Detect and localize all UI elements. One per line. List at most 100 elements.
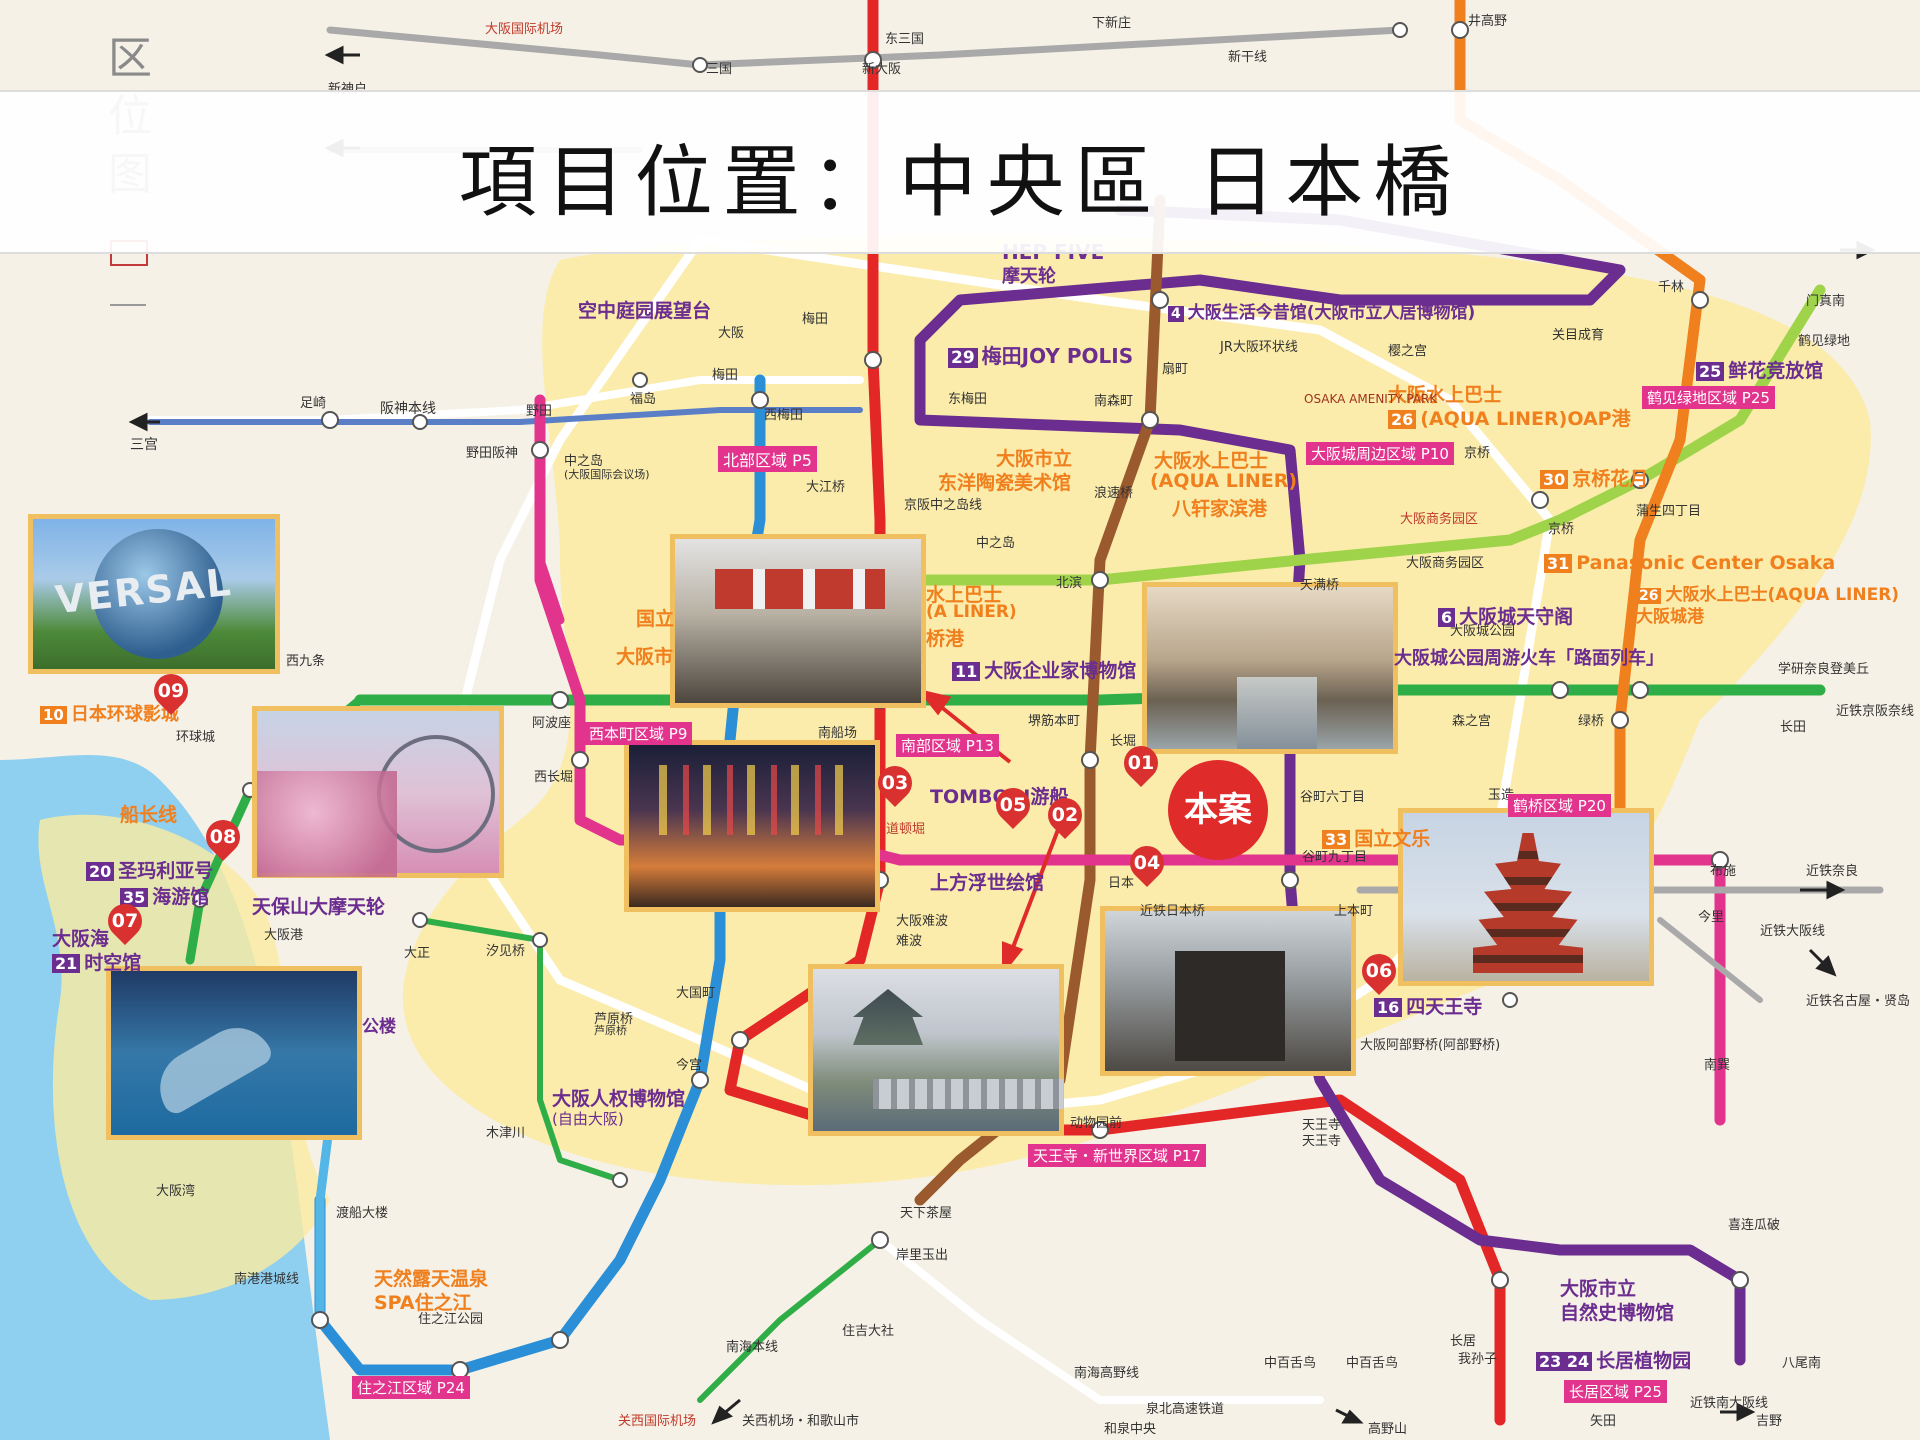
lantern-row bbox=[715, 569, 885, 609]
green-west-loop bbox=[417, 917, 623, 1183]
attraction-pin-number: 09 bbox=[157, 680, 185, 702]
map-label: 上本町 bbox=[1334, 904, 1374, 919]
attraction-pin-number: 08 bbox=[209, 826, 237, 848]
map-label: JR大阪环状线 bbox=[1220, 340, 1298, 355]
nagahori-tsurumi-line bbox=[874, 284, 1826, 606]
nanko-port-town-line bbox=[315, 1115, 335, 1325]
attraction-pin-number: 01 bbox=[1127, 752, 1155, 774]
map-label: 近铁奈良 bbox=[1806, 864, 1859, 879]
map-label-tag: 26 bbox=[1388, 410, 1417, 429]
tanimachi-line bbox=[914, 204, 1746, 1366]
map-label: 三宫 bbox=[130, 437, 158, 453]
project-location-marker[interactable]: 本案 bbox=[1168, 760, 1268, 860]
map-label: 京桥 bbox=[1548, 522, 1575, 537]
map-label: 泉北高速铁道 bbox=[1146, 1402, 1225, 1417]
map-label: 西长堀 bbox=[534, 770, 574, 785]
map-label: 北部区域 P5 bbox=[718, 446, 817, 472]
map-label: 公楼 bbox=[362, 1017, 396, 1037]
map-label: 大阪城周边区域 P10 bbox=[1306, 442, 1454, 465]
map-label: 中之岛 bbox=[976, 536, 1016, 551]
map-label: 空中庭园展望台 bbox=[578, 300, 712, 322]
map-label: 南部区域 P13 bbox=[896, 734, 999, 757]
map-label-text: 海游馆 bbox=[152, 886, 210, 908]
map-label-text: 时空馆 bbox=[84, 952, 142, 974]
map-label-text: 鲜花竞放馆 bbox=[1728, 360, 1824, 382]
map-label: 高野山 bbox=[1368, 1422, 1408, 1437]
map-label: 和泉中央 bbox=[1104, 1422, 1157, 1437]
map-label: 住吉大社 bbox=[842, 1324, 895, 1339]
map-label: 东梅田 bbox=[948, 392, 988, 407]
map-label: 樱之宫 bbox=[1388, 344, 1428, 359]
map-label: 大阪港 bbox=[264, 928, 304, 943]
photo-shrine-lanterns bbox=[670, 534, 926, 708]
map-label-tag: 25 bbox=[1696, 362, 1725, 381]
map-label: 近铁京阪奈线 bbox=[1836, 704, 1915, 719]
map-label: (大阪国际会议场) bbox=[564, 468, 650, 481]
map-label: 大阪湾 bbox=[156, 1184, 196, 1199]
map-label: 浪速桥 bbox=[1094, 486, 1134, 501]
side-title-divider bbox=[110, 304, 146, 306]
map-label: 桥港 bbox=[926, 628, 965, 650]
map-label: 野田阪神 bbox=[466, 446, 519, 461]
map-label: 南巽 bbox=[1704, 1058, 1731, 1073]
map-label: 近铁南大阪线 bbox=[1690, 1396, 1769, 1411]
title-banner bbox=[0, 90, 1920, 254]
map-label: 天然露天温泉 bbox=[374, 1268, 489, 1290]
map-label: 井高野 bbox=[1468, 14, 1508, 29]
map-label: 三国 bbox=[706, 62, 733, 77]
canal-water bbox=[1237, 677, 1317, 749]
bridge-railing bbox=[873, 1079, 1063, 1109]
map-label: 船长线 bbox=[120, 804, 178, 826]
map-label: 玉造 bbox=[1488, 788, 1515, 803]
photo-canal-sunset bbox=[1142, 582, 1398, 754]
map-label: 天保山大摩天轮 bbox=[252, 896, 386, 918]
photo-shitennoji-pagoda bbox=[1398, 808, 1654, 986]
map-label-tag: 23 24 bbox=[1536, 1352, 1593, 1371]
neon-signs bbox=[659, 765, 849, 835]
map-label: 今里 bbox=[1698, 910, 1725, 925]
map-label-tag: 35 bbox=[120, 888, 149, 907]
attraction-pin-number: 05 bbox=[999, 794, 1027, 816]
photo-shopping-arcade bbox=[1100, 906, 1356, 1076]
map-label: (A LINER) bbox=[926, 602, 1017, 622]
map-label: 今宫 bbox=[676, 1058, 703, 1073]
map-label: 住之江公园 bbox=[418, 1312, 484, 1327]
map-label-text: 圣玛利亚号 bbox=[118, 860, 214, 882]
map-label: 京阪中之岛线 bbox=[904, 498, 983, 513]
map-label: 森之宫 bbox=[1452, 714, 1492, 729]
map-label: 新大阪 bbox=[862, 62, 902, 77]
nankai-koya-line bbox=[876, 1236, 1324, 1404]
photo-tempozan-ferris-wheel bbox=[252, 706, 504, 878]
map-label: 布施 bbox=[1710, 864, 1737, 879]
map-label: 渡船大楼 bbox=[336, 1206, 389, 1221]
map-label: 梅田 bbox=[802, 312, 829, 327]
map-label: 阪神本线 bbox=[380, 401, 436, 417]
map-label-tag: 20 bbox=[86, 862, 115, 881]
map-label: 堺筋本町 bbox=[1028, 714, 1081, 729]
map-label: 绿桥 bbox=[1578, 714, 1605, 729]
map-label: 足崎 bbox=[300, 396, 327, 411]
map-label-tag: 33 bbox=[1322, 830, 1351, 849]
map-label: 北滨 bbox=[1056, 576, 1083, 591]
map-label-tag: 26 bbox=[1636, 588, 1662, 604]
map-label: 门真南 bbox=[1806, 294, 1846, 309]
cherry-blossom-trees bbox=[257, 771, 397, 877]
map-label: 大阪城公园周游火车「路面列车」 bbox=[1394, 648, 1664, 669]
map-label: 难波 bbox=[896, 934, 923, 949]
map-label-text: 国立文乐 bbox=[1354, 828, 1431, 850]
map-label: 汐见桥 bbox=[486, 944, 526, 959]
kintetsu-osaka-line bbox=[1657, 917, 1763, 1003]
photo-usj-globe: VERSAL bbox=[28, 514, 280, 674]
map-label: 阿波座 bbox=[532, 716, 572, 731]
map-label: 长居 bbox=[1450, 1334, 1477, 1349]
map-label: 近铁日本桥 bbox=[1140, 904, 1206, 919]
map-label: 26(AQUA LINER)OAP港 bbox=[1388, 404, 1631, 431]
castle-icon bbox=[853, 989, 923, 1045]
map-label-tag: 10 bbox=[40, 706, 67, 724]
